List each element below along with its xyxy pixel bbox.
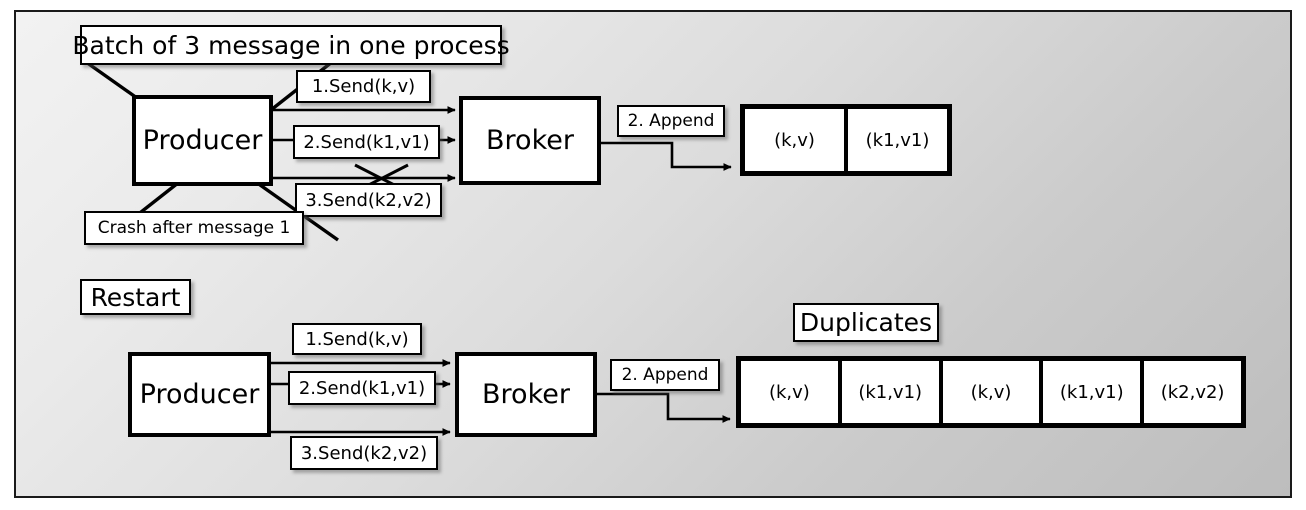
bottom-broker-label: Broker [482,379,570,410]
bottom-log-cell-value: (k1,v1) [858,381,923,403]
top-message-3: 3.Send(k2,v2) [295,183,442,217]
bottom-log-cell: (k1,v1) [1043,361,1145,423]
crash-note-label: Crash after message 1 [97,218,291,238]
bottom-append-note-label: 2. Append [621,365,709,385]
top-message-1: 1.Send(k,v) [296,70,431,103]
bottom-log-cell-value: (k2,v2) [1160,381,1225,403]
top-producer-label: Producer [142,125,263,156]
bottom-message-3: 3.Send(k2,v2) [290,436,438,470]
top-log-cell: (k,v) [745,109,848,171]
bottom-log-cell-value: (k,v) [970,381,1012,403]
top-message-3-label: 3.Send(k2,v2) [305,189,432,211]
crash-note: Crash after message 1 [84,211,304,245]
bottom-message-2-label: 2.Send(k1,v1) [298,377,426,399]
top-message-1-label: 1.Send(k,v) [311,76,416,97]
restart-note: Restart [80,279,191,315]
top-message-2-label: 2.Send(k1,v1) [303,131,430,153]
bottom-message-1-label: 1.Send(k,v) [305,328,409,350]
bottom-log-cell: (k,v) [741,361,842,423]
duplicates-note-label: Duplicates [799,308,933,337]
top-broker-node[interactable]: Broker [459,96,601,185]
top-append-note: 2. Append [617,105,725,137]
top-append-note-label: 2. Append [627,111,715,131]
bottom-log-cell: (k1,v1) [841,361,943,423]
bottom-message-2: 2.Send(k1,v1) [288,371,436,405]
restart-note-label: Restart [90,282,181,312]
bottom-message-1: 1.Send(k,v) [292,323,422,355]
batch-note: Batch of 3 message in one process [72,25,510,65]
batch-note-label: Batch of 3 message in one process [72,30,510,60]
bottom-log-strip: (k,v) (k1,v1) (k,v) (k1,v1) (k2,v2) [736,356,1246,428]
top-log-strip: (k,v) (k1,v1) [740,104,952,176]
top-log-cell-value: (k1,v1) [865,129,930,151]
bottom-log-cell-value: (k1,v1) [1059,381,1124,403]
bottom-log-cell-value: (k,v) [768,381,810,403]
top-message-2: 2.Send(k1,v1) [293,125,440,159]
bottom-append-note: 2. Append [610,359,720,391]
bottom-broker-node[interactable]: Broker [455,352,597,437]
top-log-cell-value: (k,v) [774,129,815,151]
bottom-message-3-label: 3.Send(k2,v2) [300,442,428,464]
bottom-log-cell: (k2,v2) [1144,361,1241,423]
top-log-cell: (k1,v1) [848,109,947,171]
bottom-producer-label: Producer [139,379,260,410]
duplicates-note: Duplicates [793,303,939,342]
top-broker-label: Broker [486,125,574,156]
top-producer-node[interactable]: Producer [132,95,273,186]
bottom-log-cell: (k,v) [942,361,1044,423]
bottom-producer-node[interactable]: Producer [128,352,271,437]
